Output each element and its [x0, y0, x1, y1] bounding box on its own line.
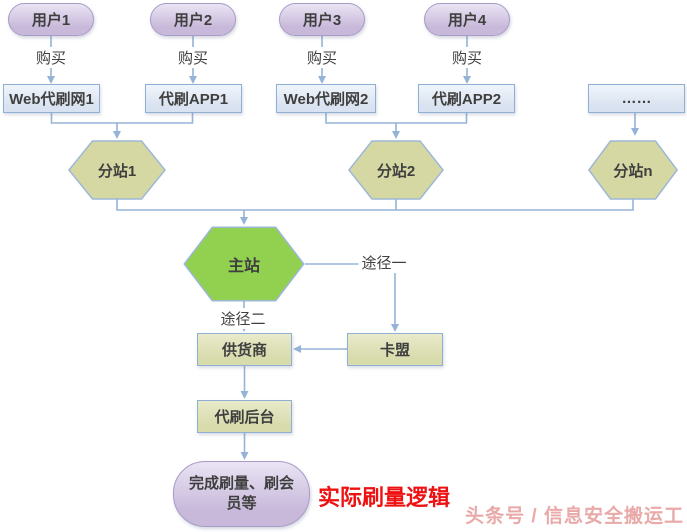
- purchase-label-3: 购买: [303, 47, 341, 68]
- card-platform-node: 卡盟: [347, 333, 443, 366]
- purchase-label-1: 购买: [32, 47, 70, 68]
- user-node-1: 用户1: [8, 3, 94, 36]
- supplier-node: 供货商: [197, 333, 292, 366]
- edge-merge-right-group: [325, 113, 468, 124]
- route1-label: 途径一: [358, 252, 410, 273]
- user-node-2: 用户2: [150, 3, 236, 36]
- purchase-label-4: 购买: [448, 47, 486, 68]
- channel-label-more: ……: [621, 90, 652, 107]
- backend-label: 代刷后台: [214, 409, 275, 426]
- purchase-label-2: 购买: [174, 47, 212, 68]
- substation-label-n: 分站n: [613, 162, 653, 180]
- user-label-1: 用户1: [31, 12, 71, 29]
- route2-label: 途径二: [217, 308, 269, 329]
- user-node-4: 用户4: [424, 3, 510, 36]
- substation-node-1: 分站1: [68, 140, 166, 200]
- caption-text: 实际刷量逻辑: [318, 485, 451, 510]
- user-label-3: 用户3: [302, 12, 342, 29]
- edge-route1-card-platform: [305, 263, 399, 332]
- card-platform-label: 卡盟: [379, 342, 410, 359]
- edge-merge-left-group: [50, 113, 194, 124]
- supplier-label: 供货商: [221, 342, 267, 359]
- backend-node: 代刷后台: [197, 400, 292, 433]
- channel-node-app1: 代刷APP1: [145, 84, 242, 113]
- substation-node-2: 分站2: [348, 140, 444, 200]
- channel-label-app2: 代刷APP2: [431, 91, 502, 108]
- main-station-label: 主站: [227, 258, 260, 275]
- user-node-3: 用户3: [279, 3, 365, 36]
- substation-node-n: 分站n: [588, 140, 678, 200]
- result-node: 完成刷量、刷会员等: [173, 461, 310, 527]
- channel-node-web1: Web代刷网1: [3, 84, 100, 113]
- user-label-4: 用户4: [447, 12, 487, 29]
- substation-label-2: 分站2: [376, 162, 416, 180]
- channel-node-app2: 代刷APP2: [418, 84, 515, 113]
- user-label-2: 用户2: [173, 12, 213, 29]
- channel-label-web1: Web代刷网1: [9, 91, 94, 108]
- channel-label-app1: 代刷APP1: [158, 91, 229, 108]
- substation-label-1: 分站1: [97, 162, 137, 180]
- result-label: 完成刷量、刷会员等: [188, 474, 294, 512]
- watermark-text: 头条号 / 信息安全搬运工: [465, 506, 684, 527]
- edge-substations-merge: [116, 199, 634, 211]
- channel-node-more: ……: [588, 84, 685, 113]
- channel-node-web2: Web代刷网2: [276, 84, 376, 113]
- main-station-node: 主站: [183, 226, 305, 302]
- channel-label-web2: Web代刷网2: [283, 91, 369, 108]
